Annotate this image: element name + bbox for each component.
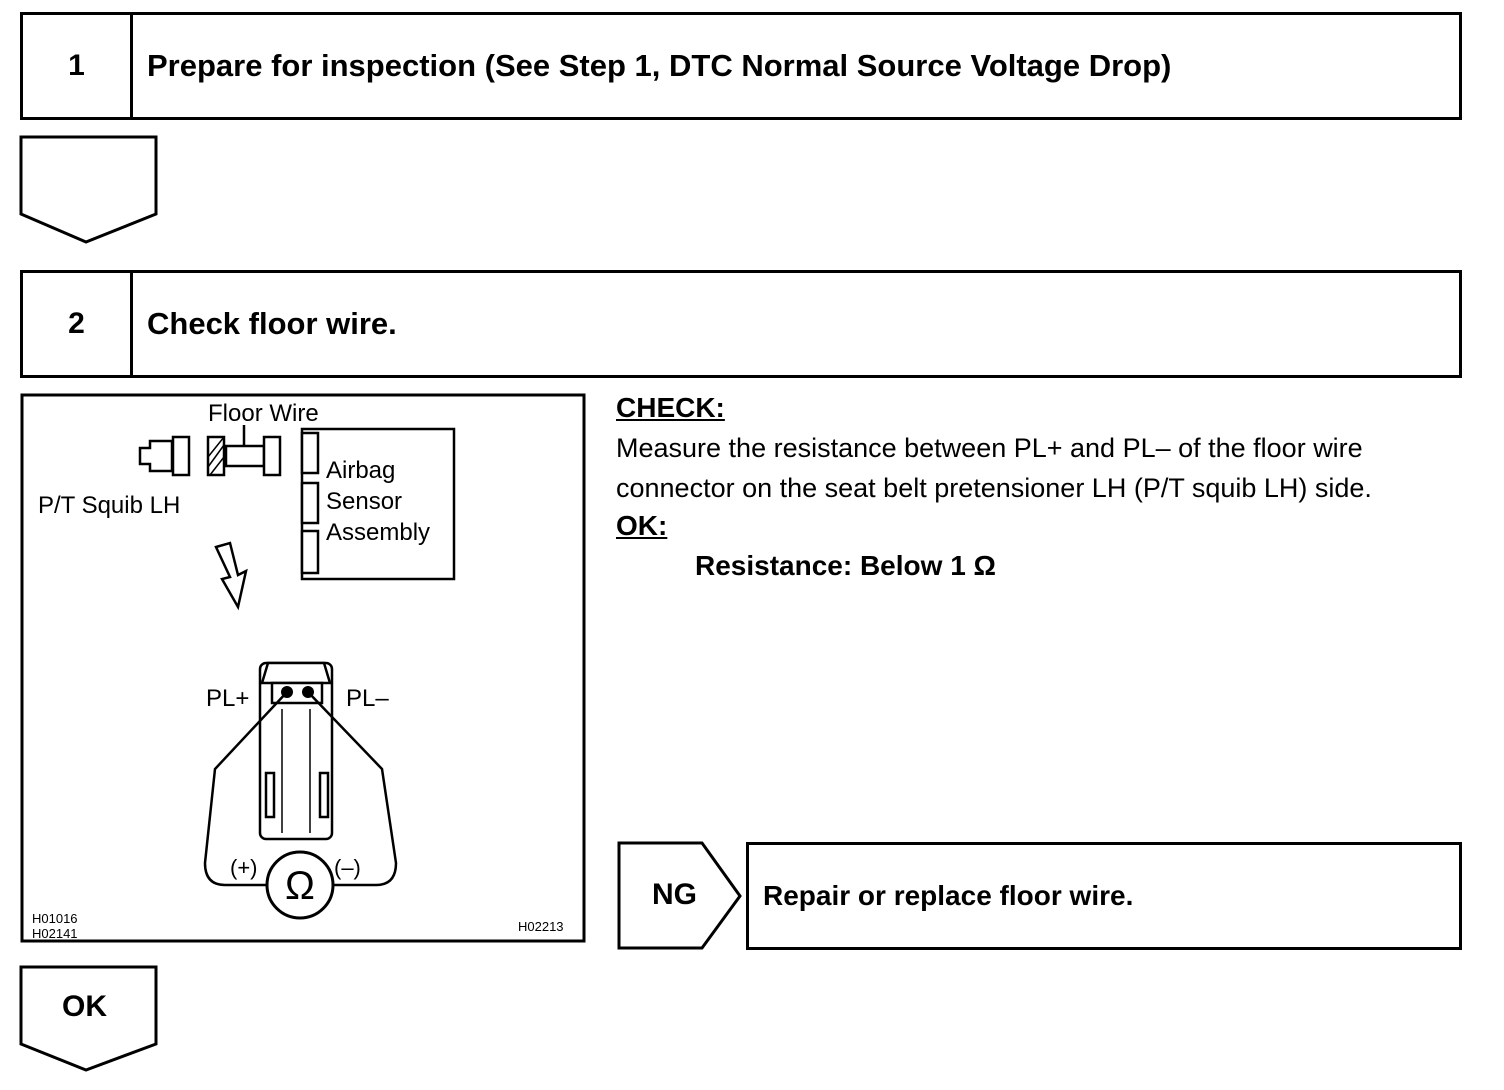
check-line-1: Measure the resistance between PL+ and P… [616, 433, 1363, 463]
ng-action-text: Repair or replace floor wire. [763, 880, 1134, 911]
ok-label: OK [62, 990, 107, 1023]
pl-minus-label: PL– [346, 685, 389, 712]
check-line-2: connector on the seat belt pretensioner … [616, 473, 1372, 503]
figure-code-3: H02213 [518, 919, 564, 934]
minus-sign-label: (–) [334, 855, 361, 880]
step-1-number: 1 [23, 15, 133, 117]
figure-code-1: H01016 [32, 911, 78, 926]
step-2-number: 2 [23, 273, 133, 375]
ng-arrow [617, 841, 742, 950]
floor-wire-label: Floor Wire [208, 400, 319, 427]
airbag-label-1: Airbag [326, 457, 395, 484]
floor-wire-diagram: Floor Wire P/T Squib LH Airbag Sensor As… [20, 393, 586, 943]
check-heading: CHECK: [616, 392, 725, 423]
lead-plus [203, 691, 288, 887]
floor-wire-connector [206, 425, 282, 477]
ng-label: NG [652, 878, 697, 911]
squib-connector [138, 435, 191, 477]
lead-minus [307, 691, 398, 887]
ok-arrow [19, 965, 158, 1072]
step-2-title: Check floor wire. [147, 306, 397, 341]
airbag-sensor-assembly [300, 427, 456, 581]
flow-arrow-down [19, 135, 158, 244]
squib-label: P/T Squib LH [38, 492, 180, 519]
step-2-box: 2 Check floor wire. [20, 270, 1462, 378]
step-1-title: Prepare for inspection (See Step 1, DTC … [147, 48, 1172, 83]
connector-front-view [258, 661, 334, 841]
airbag-label-2: Sensor [326, 488, 402, 515]
ok-heading: OK: [616, 510, 668, 541]
plus-sign-label: (+) [230, 855, 258, 880]
view-direction-arrow [214, 541, 248, 611]
ohm-symbol: Ω [285, 864, 315, 908]
airbag-label-3: Assembly [326, 519, 430, 546]
ohmmeter [265, 850, 335, 920]
step-1-box: 1 Prepare for inspection (See Step 1, DT… [20, 12, 1462, 120]
figure-code-2: H02141 [32, 926, 78, 941]
ng-action-box: Repair or replace floor wire. [746, 842, 1462, 950]
resistance-spec: Resistance: Below 1 Ω [695, 550, 996, 581]
pl-plus-label: PL+ [206, 685, 249, 712]
